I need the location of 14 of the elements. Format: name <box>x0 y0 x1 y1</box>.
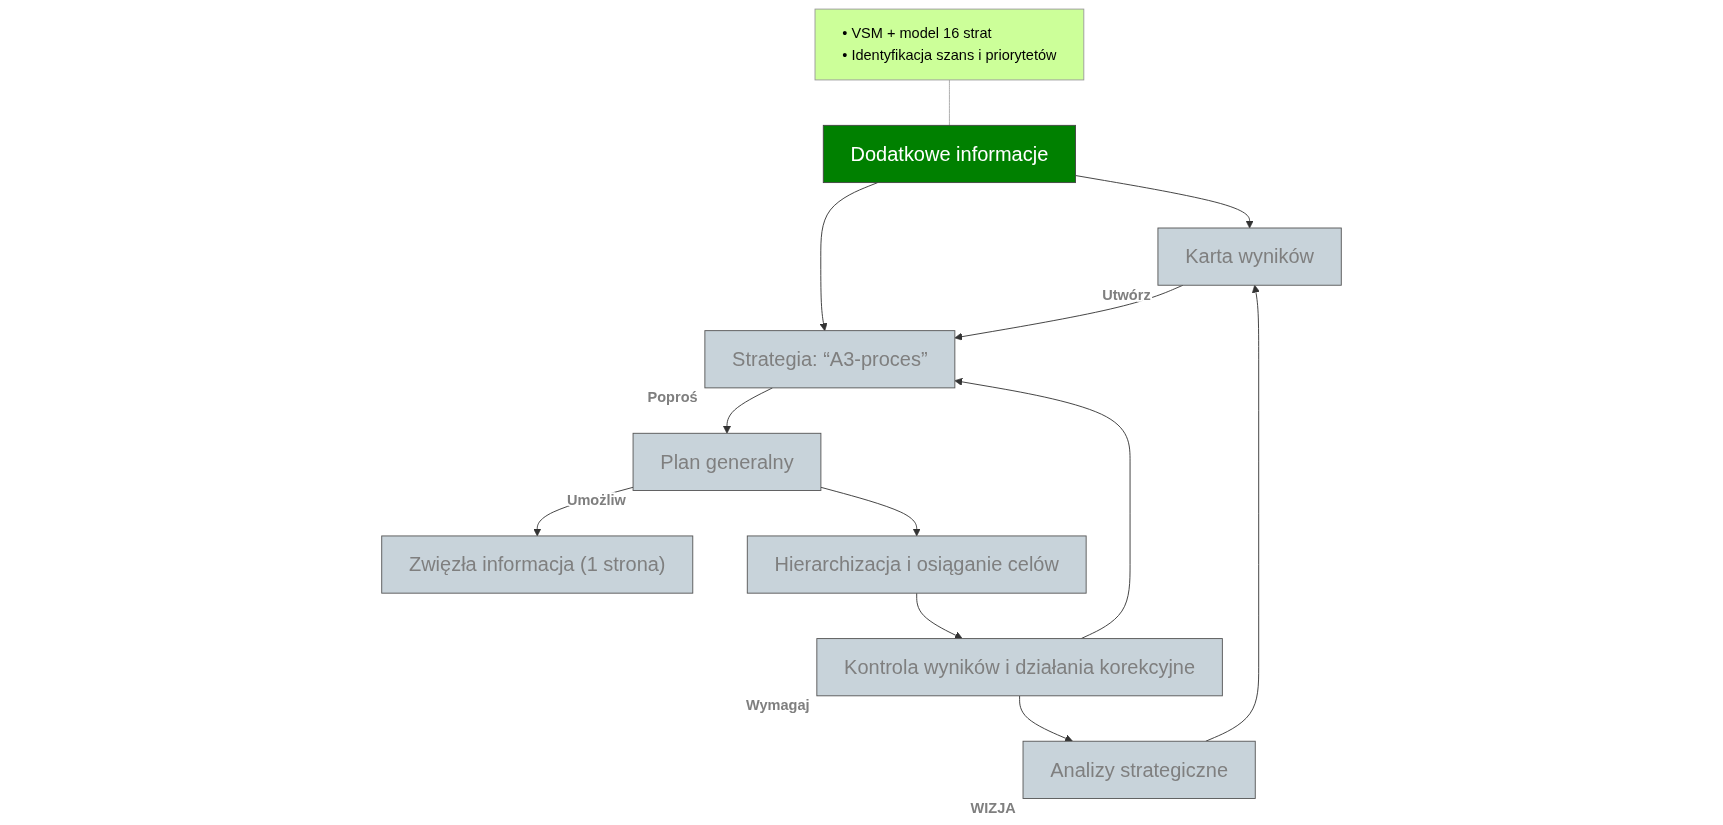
node-box: Plan generalny <box>632 432 822 491</box>
step-verb: WIZJA <box>970 800 1016 816</box>
step-verb: Poproś <box>647 389 698 406</box>
node-box: Kontrola wyników i działania korekcyjne <box>816 638 1223 697</box>
node-box: Dodatkowe informacje <box>822 124 1076 184</box>
step-verb: Utwórz <box>1102 286 1151 303</box>
node-box: Analizy strategiczne <box>1022 740 1256 799</box>
node-box: Zwięzła informacja (1 strona) <box>381 535 694 594</box>
connector <box>948 79 950 126</box>
node-box: • VSM + model 16 strat • Identyfikacja szans i priorytetów <box>814 8 1085 81</box>
node-box: Strategia: “A3-proces” <box>704 330 956 389</box>
node-box: Karta wyników <box>1157 227 1342 286</box>
step-verb: Wymagaj <box>746 697 810 714</box>
node-box: Hierarchizacja i osiąganie celów <box>746 535 1087 594</box>
